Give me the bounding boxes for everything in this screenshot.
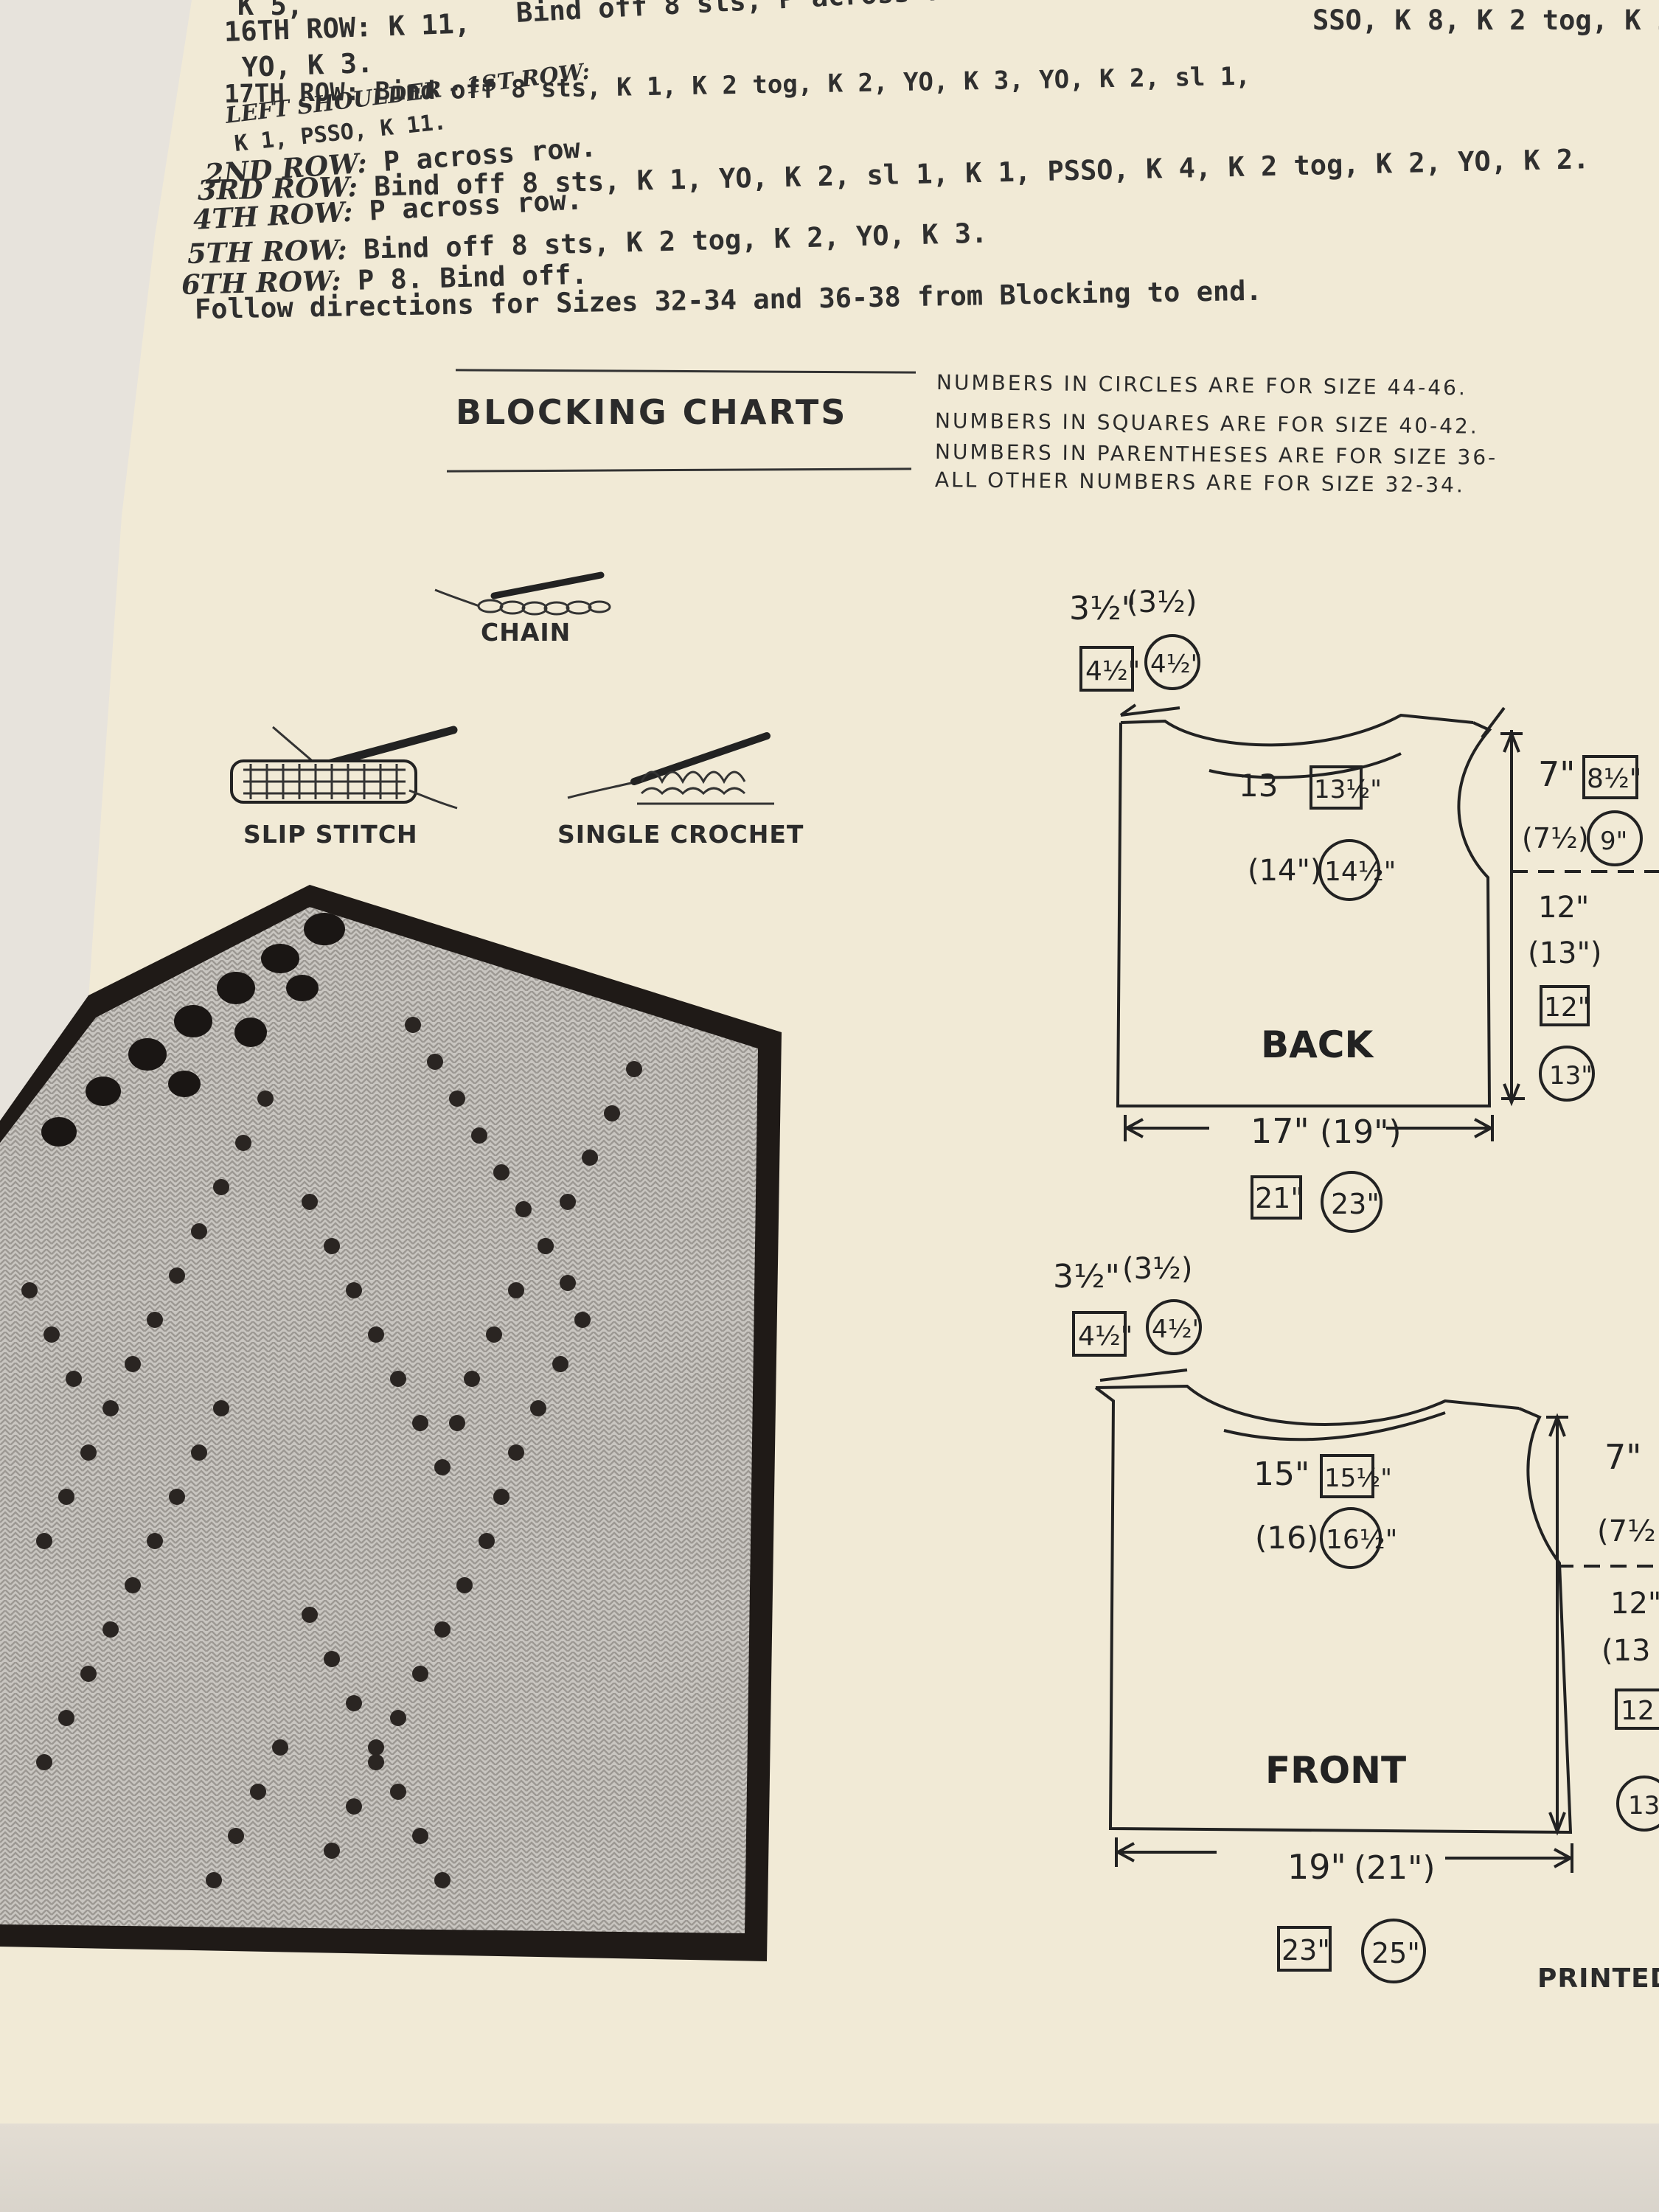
- front-side-circle: 13: [1628, 1791, 1659, 1820]
- front-shoulder-square-box: [1072, 1311, 1127, 1357]
- back-shoulder-circle-ring: [1144, 634, 1200, 690]
- chain-stitch-icon: [434, 571, 611, 616]
- front-neck-circle-ring: [1320, 1507, 1382, 1569]
- front-neck-paren: (16): [1255, 1520, 1318, 1556]
- back-width-square: 21": [1255, 1182, 1304, 1214]
- back-armhole-square: 8½": [1587, 764, 1641, 794]
- front-shoulder-square: 4½": [1078, 1321, 1133, 1352]
- front-side-circle-ring: [1616, 1775, 1659, 1832]
- back-neck-square-box: [1310, 765, 1363, 810]
- back-armhole-plain: 7": [1538, 754, 1575, 794]
- back-side-square: 12": [1544, 992, 1590, 1023]
- back-neck-plain: 13: [1239, 768, 1278, 804]
- back-neck-circle: 14½": [1324, 857, 1396, 887]
- front-neck-plain: 15": [1253, 1455, 1310, 1493]
- back-armhole-square-box: [1582, 755, 1638, 799]
- front-neck-square-box: [1320, 1454, 1374, 1498]
- front-armhole-paren: (7½: [1597, 1514, 1656, 1548]
- instruction-line-0: K 5,: [237, 0, 304, 21]
- front-width-circle: 25": [1371, 1937, 1420, 1969]
- front-width-circle-ring: [1361, 1919, 1426, 1983]
- slip-stitch-label: SLIP STITCH: [243, 820, 418, 849]
- back-shoulder-square: 4½": [1085, 656, 1140, 686]
- back-width-paren: (19"): [1320, 1113, 1402, 1151]
- back-side-square-box: [1540, 985, 1590, 1026]
- front-side-square-box: [1615, 1688, 1659, 1730]
- front-shoulder-plain: 3½": [1053, 1258, 1120, 1295]
- back-side-plain: 12": [1538, 891, 1589, 925]
- front-side-plain: 12": [1610, 1587, 1659, 1621]
- slip-stitch-icon: [230, 726, 458, 810]
- back-armhole-paren: (7½): [1522, 822, 1589, 855]
- row-text: K 11,: [387, 7, 471, 43]
- back-side-circle-ring: [1539, 1046, 1595, 1102]
- single-crochet-icon: [567, 732, 774, 805]
- front-shoulder-paren: (3½): [1122, 1252, 1192, 1286]
- blocking-charts-title: BLOCKING CHARTS: [456, 392, 848, 432]
- back-shoulder-paren: (3½): [1127, 585, 1197, 619]
- front-width-square: 23": [1281, 1934, 1330, 1966]
- front-side-square: 12: [1621, 1696, 1655, 1726]
- back-neck-paren: (14"): [1248, 854, 1322, 888]
- front-width-square-box: [1277, 1926, 1332, 1972]
- row-label: 16TH ROW:: [223, 11, 373, 48]
- front-blocking-chart: 3½" (3½) 4½" 4½" 15" 15½" (16) 16½" 7" (…: [1053, 1252, 1659, 1983]
- front-neck-circle: 16½": [1326, 1525, 1397, 1555]
- back-shoulder-circle: 4½": [1150, 650, 1202, 679]
- printed-footer: PRINTED: [1537, 1964, 1659, 1994]
- back-armhole-circle: 9": [1600, 827, 1627, 856]
- table-surface: [0, 2124, 1659, 2212]
- back-width-plain: 17": [1251, 1111, 1310, 1151]
- back-armhole-circle-ring: [1587, 810, 1643, 866]
- back-blocking-chart: 3½" (3½) 4½" 4½" 13 13½" (14") 14½" 7" 8…: [1069, 585, 1659, 1233]
- back-width-square-box: [1251, 1175, 1302, 1220]
- front-neck-square: 15½": [1324, 1464, 1392, 1493]
- back-neck-square: 13½": [1314, 775, 1382, 804]
- back-shoulder-plain: 3½": [1069, 590, 1136, 627]
- back-shoulder-square-box: [1079, 646, 1134, 692]
- back-neck-circle-ring: [1318, 839, 1380, 901]
- front-armhole-plain: 7": [1604, 1437, 1641, 1477]
- front-shoulder-circle: 4½": [1152, 1315, 1203, 1344]
- single-crochet-label: SINGLE CROCHET: [557, 820, 804, 849]
- chain-label: CHAIN: [481, 618, 571, 647]
- front-label: FRONT: [1265, 1749, 1406, 1792]
- front-shoulder-circle-ring: [1146, 1299, 1202, 1355]
- lace-photo: [0, 885, 782, 1961]
- back-side-paren: (13"): [1528, 936, 1602, 970]
- back-side-circle: 13": [1549, 1061, 1593, 1091]
- front-width-plain: 19": [1287, 1847, 1346, 1887]
- instruction-line-16th-right: SSO, K 8, K 2 tog, K 2,: [1312, 4, 1659, 36]
- back-width-circle-ring: [1321, 1171, 1382, 1233]
- back-width-circle: 23": [1331, 1188, 1380, 1220]
- back-label: BACK: [1261, 1023, 1375, 1066]
- front-side-paren: (13: [1601, 1634, 1651, 1668]
- front-width-paren: (21"): [1354, 1849, 1436, 1887]
